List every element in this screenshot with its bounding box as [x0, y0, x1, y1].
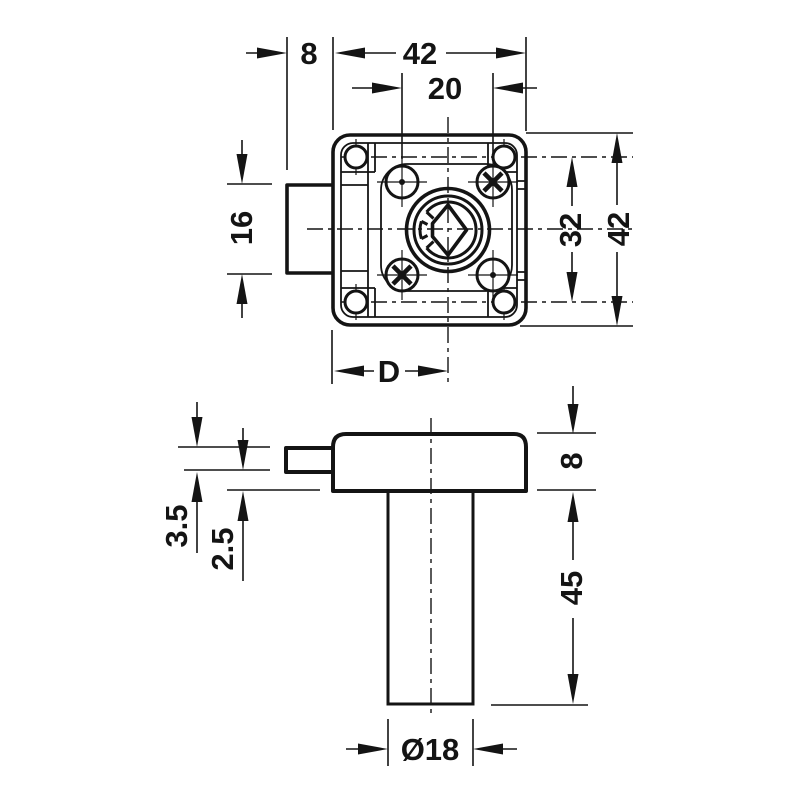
dim-latch-protrusion-8: 8 — [246, 36, 318, 170]
dim-label: 42 — [403, 36, 437, 71]
screw-boss-outline — [380, 163, 513, 292]
screw-hole-bottom-left — [377, 250, 427, 300]
dim-screw-spacing-20: 20 — [352, 71, 537, 159]
dim-label: 20 — [428, 71, 462, 106]
lock-body-outline — [331, 133, 528, 327]
dim-label: 42 — [601, 212, 636, 246]
mounting-hole-top-right — [491, 144, 517, 170]
dim-cylinder-length-45: 45 — [491, 492, 589, 706]
top-view — [285, 117, 637, 387]
side-view — [284, 418, 528, 716]
phillips-cross-icon — [482, 171, 504, 193]
mounting-hole-top-left — [343, 144, 369, 170]
dim-label: 45 — [554, 571, 589, 605]
dim-label: 8 — [300, 36, 317, 71]
dim-label: 3.5 — [159, 504, 194, 547]
screw-hole-bottom-right — [468, 250, 518, 300]
lock-body-inner-outline — [340, 142, 518, 318]
screw-center-dot — [490, 272, 496, 278]
mounting-hole-bottom-right — [491, 289, 517, 315]
screw-hole-top-right — [468, 157, 518, 207]
screw-center-dot — [399, 179, 405, 185]
dim-hole-spacing-32: 32 — [553, 157, 588, 302]
lock-cylinder-top-view — [404, 186, 492, 274]
latch-bolt-top-view — [285, 183, 333, 275]
dim-plate-thickness-8: 8 — [537, 386, 596, 491]
lock-plate-side-view — [331, 432, 528, 493]
dim-latch-height-16: 16 — [224, 140, 272, 318]
cylinder-outer-ring — [404, 186, 492, 274]
dim-label: D — [378, 354, 400, 389]
cam-ring-left-segment — [418, 220, 423, 240]
dim-body-width-42: 42 — [332, 36, 527, 131]
dim-label: 2.5 — [205, 527, 240, 570]
cam-ring-main-arc — [425, 200, 478, 260]
dim-cylinder-diameter-18: Ø18 — [346, 719, 517, 767]
latch-bolt-side-view — [284, 446, 333, 474]
dim-body-height-42: 42 — [520, 132, 636, 327]
dim-label: 32 — [553, 213, 588, 247]
phillips-cross-icon — [391, 264, 413, 286]
cam-ring-hooks — [420, 210, 435, 250]
case-rib-lines — [517, 180, 526, 281]
dim-latch-thickness-3-5: 3.5 — [159, 402, 270, 553]
dim-latch-offset-2-5: 2.5 — [205, 428, 320, 581]
dim-backset-D: D — [331, 330, 448, 389]
dim-label: 16 — [224, 211, 259, 245]
corner-pocket-bottom-left — [341, 287, 376, 317]
corner-pocket-top-left — [341, 143, 376, 173]
cylinder-side-view — [386, 491, 475, 706]
cylinder-inner-ring — [412, 194, 484, 266]
mounting-hole-bottom-left — [343, 289, 369, 315]
spindle-square-hole — [430, 203, 469, 257]
dim-label: Ø18 — [401, 732, 460, 767]
dim-label: 8 — [554, 452, 589, 469]
screw-hole-top-left — [377, 157, 427, 207]
